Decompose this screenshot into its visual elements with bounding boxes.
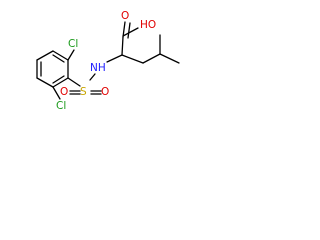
bond-alpha-n: [106, 54, 123, 63]
bond-c-o-double-2: [127, 22, 131, 39]
ring-bond-2: [52, 50, 69, 61]
amine-label: NH: [90, 62, 106, 74]
bond-ring-cl-top: [67, 49, 75, 61]
sulfonyl-oxygen-left-label: O: [60, 86, 68, 98]
hydroxyl-label: HO: [140, 19, 156, 31]
bond-ch2-ch: [142, 53, 161, 64]
bond-ring-cl-bottom: [52, 86, 61, 100]
chlorine-top-label: Cl: [68, 38, 78, 50]
molecule-structure: HO O NH S O O Cl Cl: [36, 10, 180, 112]
ring-bond-6: [52, 77, 69, 88]
bond-c-o-double-1: [122, 21, 126, 38]
ring-double-inner-1: [52, 54, 65, 63]
carbonyl-oxygen-label: O: [121, 10, 129, 22]
chlorine-bottom-label: Cl: [56, 100, 66, 112]
sulfonyl-oxygen-right-label: O: [101, 86, 109, 98]
bond-carboxyl-alpha: [121, 36, 124, 56]
bond-n-s: [89, 73, 96, 81]
bond-ch-me1: [159, 53, 180, 64]
benzene-ring: [36, 50, 69, 88]
bond-c-oh: [122, 27, 139, 37]
carboxyl-group: [121, 21, 139, 56]
ring-bond-5: [36, 77, 54, 88]
bond-s-ring: [67, 77, 81, 87]
sulfur-label: S: [80, 86, 87, 98]
bond-alpha-ch2: [121, 54, 144, 64]
ring-double-inner-3: [52, 75, 65, 84]
ring-bond-3: [36, 50, 54, 61]
structure-canvas: HO O NH S O O Cl Cl: [0, 0, 214, 154]
isobutyl-chain: [121, 34, 180, 64]
